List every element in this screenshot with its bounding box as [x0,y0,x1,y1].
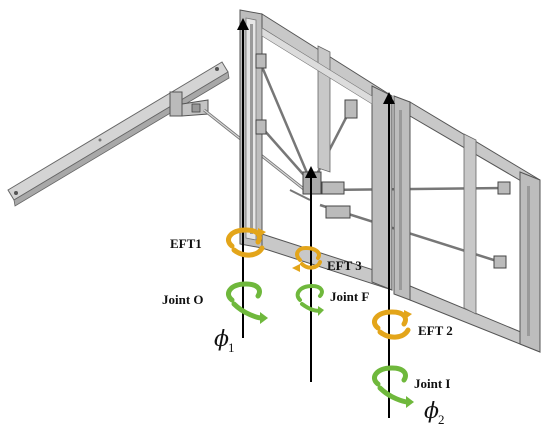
eft3-rotation-icon [292,245,322,272]
label-phi2: ϕ [424,399,439,424]
label-phi1-subscript: 1 [228,340,235,355]
label-eft2: EFT 2 [418,323,453,338]
eft2-rotation-icon [372,309,412,340]
label-joint-i: Joint I [414,376,450,391]
panel-frame-right [393,95,541,353]
joint-f-rotation-icon [295,283,324,316]
label-joint-f: Joint F [330,289,369,304]
joint-o-rotation-icon [226,281,268,324]
label-phi2-subscript: 2 [438,412,445,427]
joint-i-rotation-icon [372,365,414,408]
label-phi1: ϕ [214,327,229,352]
eft1-rotation-icon [226,227,266,258]
label-joint-o: Joint O [162,292,204,307]
panel-frame-left [239,9,393,291]
hub-fittings [255,53,511,269]
label-eft3: EFT 3 [327,258,362,273]
label-eft1: EFT1 [170,236,202,251]
left-arm-bar [7,61,230,207]
